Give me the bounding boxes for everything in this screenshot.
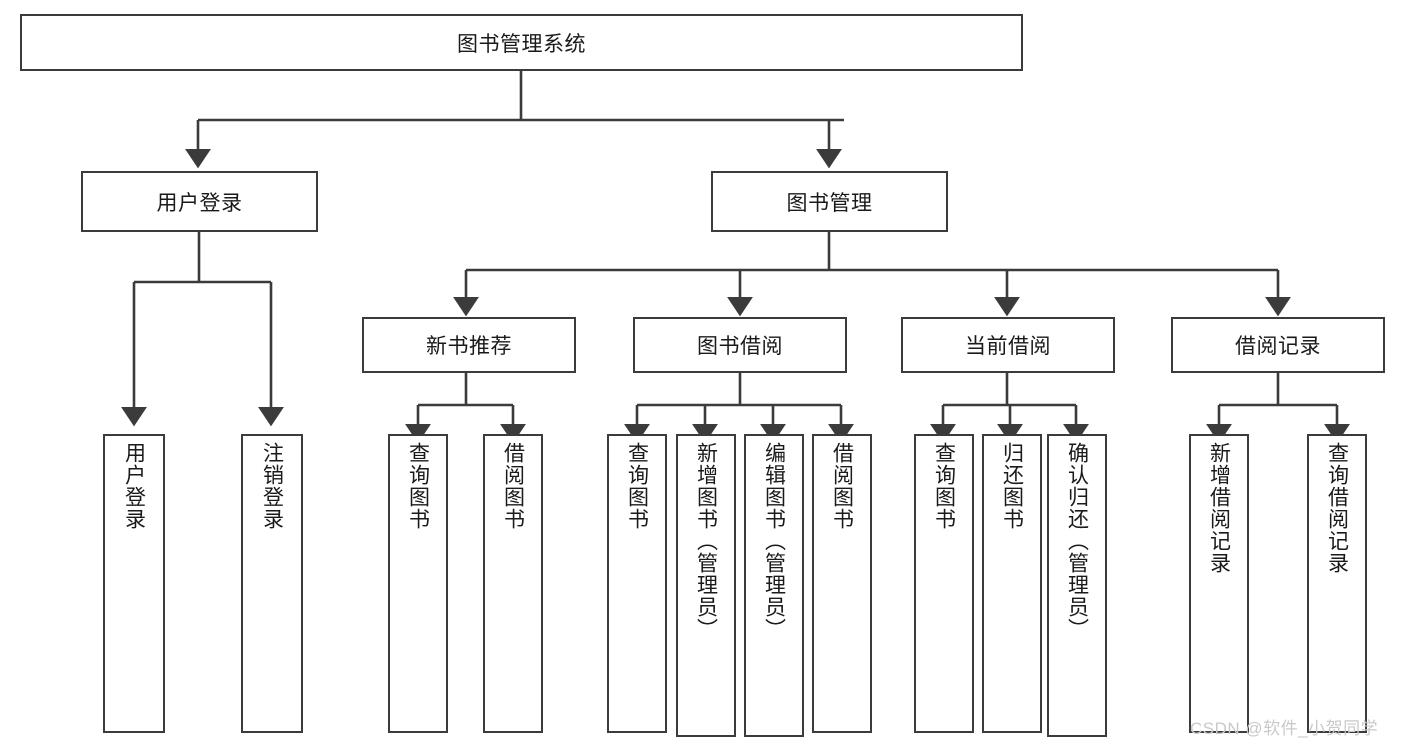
node-book-management[interactable]: 图书管理 [711,171,948,232]
node-leaf-query-record-label: 查询借阅记录 [1325,442,1349,574]
node-leaf-query-record[interactable]: 查询借阅记录 [1307,434,1367,733]
node-leaf-query-book-1-label: 查询图书 [406,442,430,530]
node-leaf-borrow-book-1-label: 借阅图书 [501,442,525,530]
node-leaf-confirm-return[interactable]: 确认归还（管理员） [1047,434,1107,737]
node-root-label: 图书管理系统 [457,32,586,56]
node-leaf-add-record[interactable]: 新增借阅记录 [1189,434,1249,733]
node-leaf-logout-label: 注销登录 [260,442,284,530]
node-leaf-borrow-book-1[interactable]: 借阅图书 [483,434,543,733]
node-leaf-add-record-label: 新增借阅记录 [1207,442,1231,574]
node-leaf-edit-book[interactable]: 编辑图书（管理员） [744,434,804,737]
node-user-login[interactable]: 用户登录 [81,171,318,232]
node-leaf-user-login-label: 用户登录 [122,442,146,530]
node-leaf-borrow-book-2-label: 借阅图书 [830,442,854,530]
node-leaf-return-book-label: 归还图书 [1000,442,1024,530]
node-leaf-return-book[interactable]: 归还图书 [982,434,1042,733]
node-leaf-query-book-2-label: 查询图书 [625,442,649,530]
node-leaf-logout[interactable]: 注销登录 [241,434,303,733]
node-new-book-recommend[interactable]: 新书推荐 [362,317,576,373]
node-root[interactable]: 图书管理系统 [20,14,1023,71]
node-leaf-user-login[interactable]: 用户登录 [103,434,165,733]
node-leaf-add-book[interactable]: 新增图书（管理员） [676,434,736,737]
node-current-borrow[interactable]: 当前借阅 [901,317,1115,373]
node-book-borrow-label: 图书借阅 [697,335,783,358]
node-borrow-record-label: 借阅记录 [1235,335,1321,358]
node-leaf-query-book-3[interactable]: 查询图书 [914,434,974,733]
node-leaf-add-book-label: 新增图书（管理员） [694,442,718,640]
csdn-watermark: CSDN @软件_小贺同学 [1190,719,1379,738]
node-book-borrow[interactable]: 图书借阅 [633,317,847,373]
node-current-borrow-label: 当前借阅 [965,335,1051,358]
node-new-book-recommend-label: 新书推荐 [426,335,512,358]
node-book-management-label: 图书管理 [786,191,873,215]
node-leaf-query-book-3-label: 查询图书 [932,442,956,530]
node-leaf-confirm-return-label: 确认归还（管理员） [1065,442,1089,640]
node-leaf-borrow-book-2[interactable]: 借阅图书 [812,434,872,733]
node-leaf-query-book-1[interactable]: 查询图书 [388,434,448,733]
node-user-login-label: 用户登录 [156,191,243,215]
node-borrow-record[interactable]: 借阅记录 [1171,317,1385,373]
node-leaf-edit-book-label: 编辑图书（管理员） [762,442,786,640]
node-leaf-query-book-2[interactable]: 查询图书 [607,434,667,733]
